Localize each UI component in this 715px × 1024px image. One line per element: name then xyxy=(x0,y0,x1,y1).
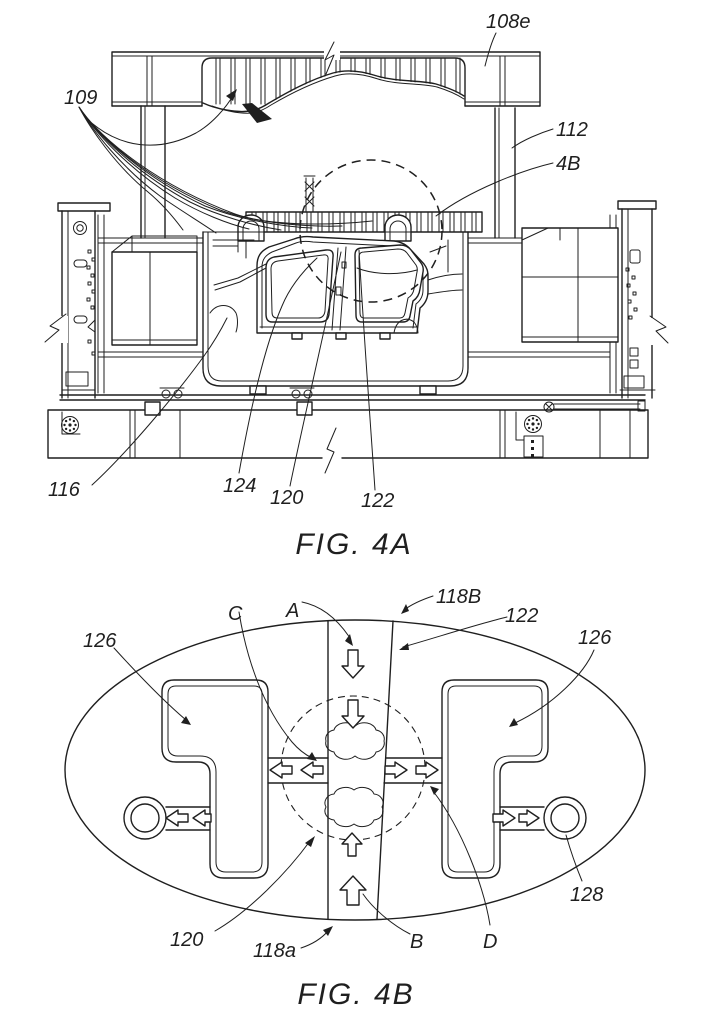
fig4a-caption: FIG. 4A xyxy=(295,528,412,561)
lower-left-arrow-1 xyxy=(166,810,188,826)
label-b: B xyxy=(410,931,423,953)
right-side-box xyxy=(522,228,618,342)
label-112: 112 xyxy=(556,119,588,141)
right-arrow-2 xyxy=(416,762,438,778)
left-arrow-2 xyxy=(301,762,323,778)
upper-cloud xyxy=(326,723,385,759)
fig4b-caption: FIG. 4B xyxy=(297,978,414,1011)
left-arrow-1 xyxy=(270,762,292,778)
label-128: 128 xyxy=(570,884,603,906)
blank-outline-ellipse xyxy=(65,620,645,920)
label-108e: 108e xyxy=(486,11,531,33)
label-109: 109 xyxy=(64,87,97,109)
pallet-deck xyxy=(98,215,618,393)
fig4b-leader-lines xyxy=(114,596,594,948)
label-120: 120 xyxy=(270,487,303,509)
label-116: 116 xyxy=(48,479,81,501)
fig4a-leader-lines xyxy=(92,33,553,490)
rear-door-aperture xyxy=(355,245,423,322)
lower-right-arrow-2 xyxy=(519,810,539,826)
flow-arrows xyxy=(166,650,539,905)
press-columns xyxy=(141,106,515,238)
left-channel-126 xyxy=(162,680,268,878)
front-door-aperture xyxy=(266,250,333,322)
left-side-box xyxy=(112,236,197,345)
label-118a: 118a xyxy=(253,940,296,962)
label-d: D xyxy=(483,931,497,953)
rail-arch-right xyxy=(385,215,411,241)
detail-circle-4b xyxy=(300,160,442,302)
tub-fixture xyxy=(203,232,468,394)
base-break-mark xyxy=(325,428,336,473)
profile-flap xyxy=(242,103,272,123)
press-upper-beam xyxy=(112,42,540,123)
lower-cloud xyxy=(325,787,383,826)
upper-fixture-rail xyxy=(238,176,482,241)
lower-right-arrow-1 xyxy=(493,810,515,826)
lower-left-arrow-2 xyxy=(193,810,211,826)
right-channel-126 xyxy=(442,680,548,878)
base-platform xyxy=(48,388,648,473)
right-arrow-1 xyxy=(385,762,407,778)
up-arrow-inner xyxy=(342,833,362,856)
label-122: 122 xyxy=(361,490,394,512)
label-c: C xyxy=(228,603,243,625)
left-side-rail xyxy=(44,203,110,398)
mid-channels xyxy=(166,758,544,830)
label-122-4b: 122 xyxy=(505,605,538,627)
right-side-rail xyxy=(618,201,670,398)
label-118b: 118B xyxy=(436,586,481,608)
leader-fan-109 xyxy=(79,89,372,233)
label-120-4b: 120 xyxy=(170,929,203,951)
label-126-left: 126 xyxy=(83,630,117,652)
figure-4a: 108e 109 112 4B 116 124 120 122 FIG. 4A xyxy=(44,11,670,561)
label-126-right: 126 xyxy=(578,627,612,649)
label-124: 124 xyxy=(223,475,256,497)
label-4b: 4B xyxy=(556,153,580,175)
rail-post xyxy=(304,176,315,212)
figure-4b: C A 118B 122 126 126 128 120 118a B D FI… xyxy=(65,586,645,1011)
up-arrow-outer xyxy=(340,876,366,905)
b-pillar xyxy=(332,247,346,330)
right-port-circle-128 xyxy=(544,797,586,839)
down-arrow-outer xyxy=(342,650,364,678)
left-port-circle xyxy=(124,797,166,839)
down-arrow-inner xyxy=(342,700,364,728)
label-a: A xyxy=(285,600,299,622)
car-body-frame xyxy=(210,237,462,339)
removal-arrowhead xyxy=(226,89,237,101)
